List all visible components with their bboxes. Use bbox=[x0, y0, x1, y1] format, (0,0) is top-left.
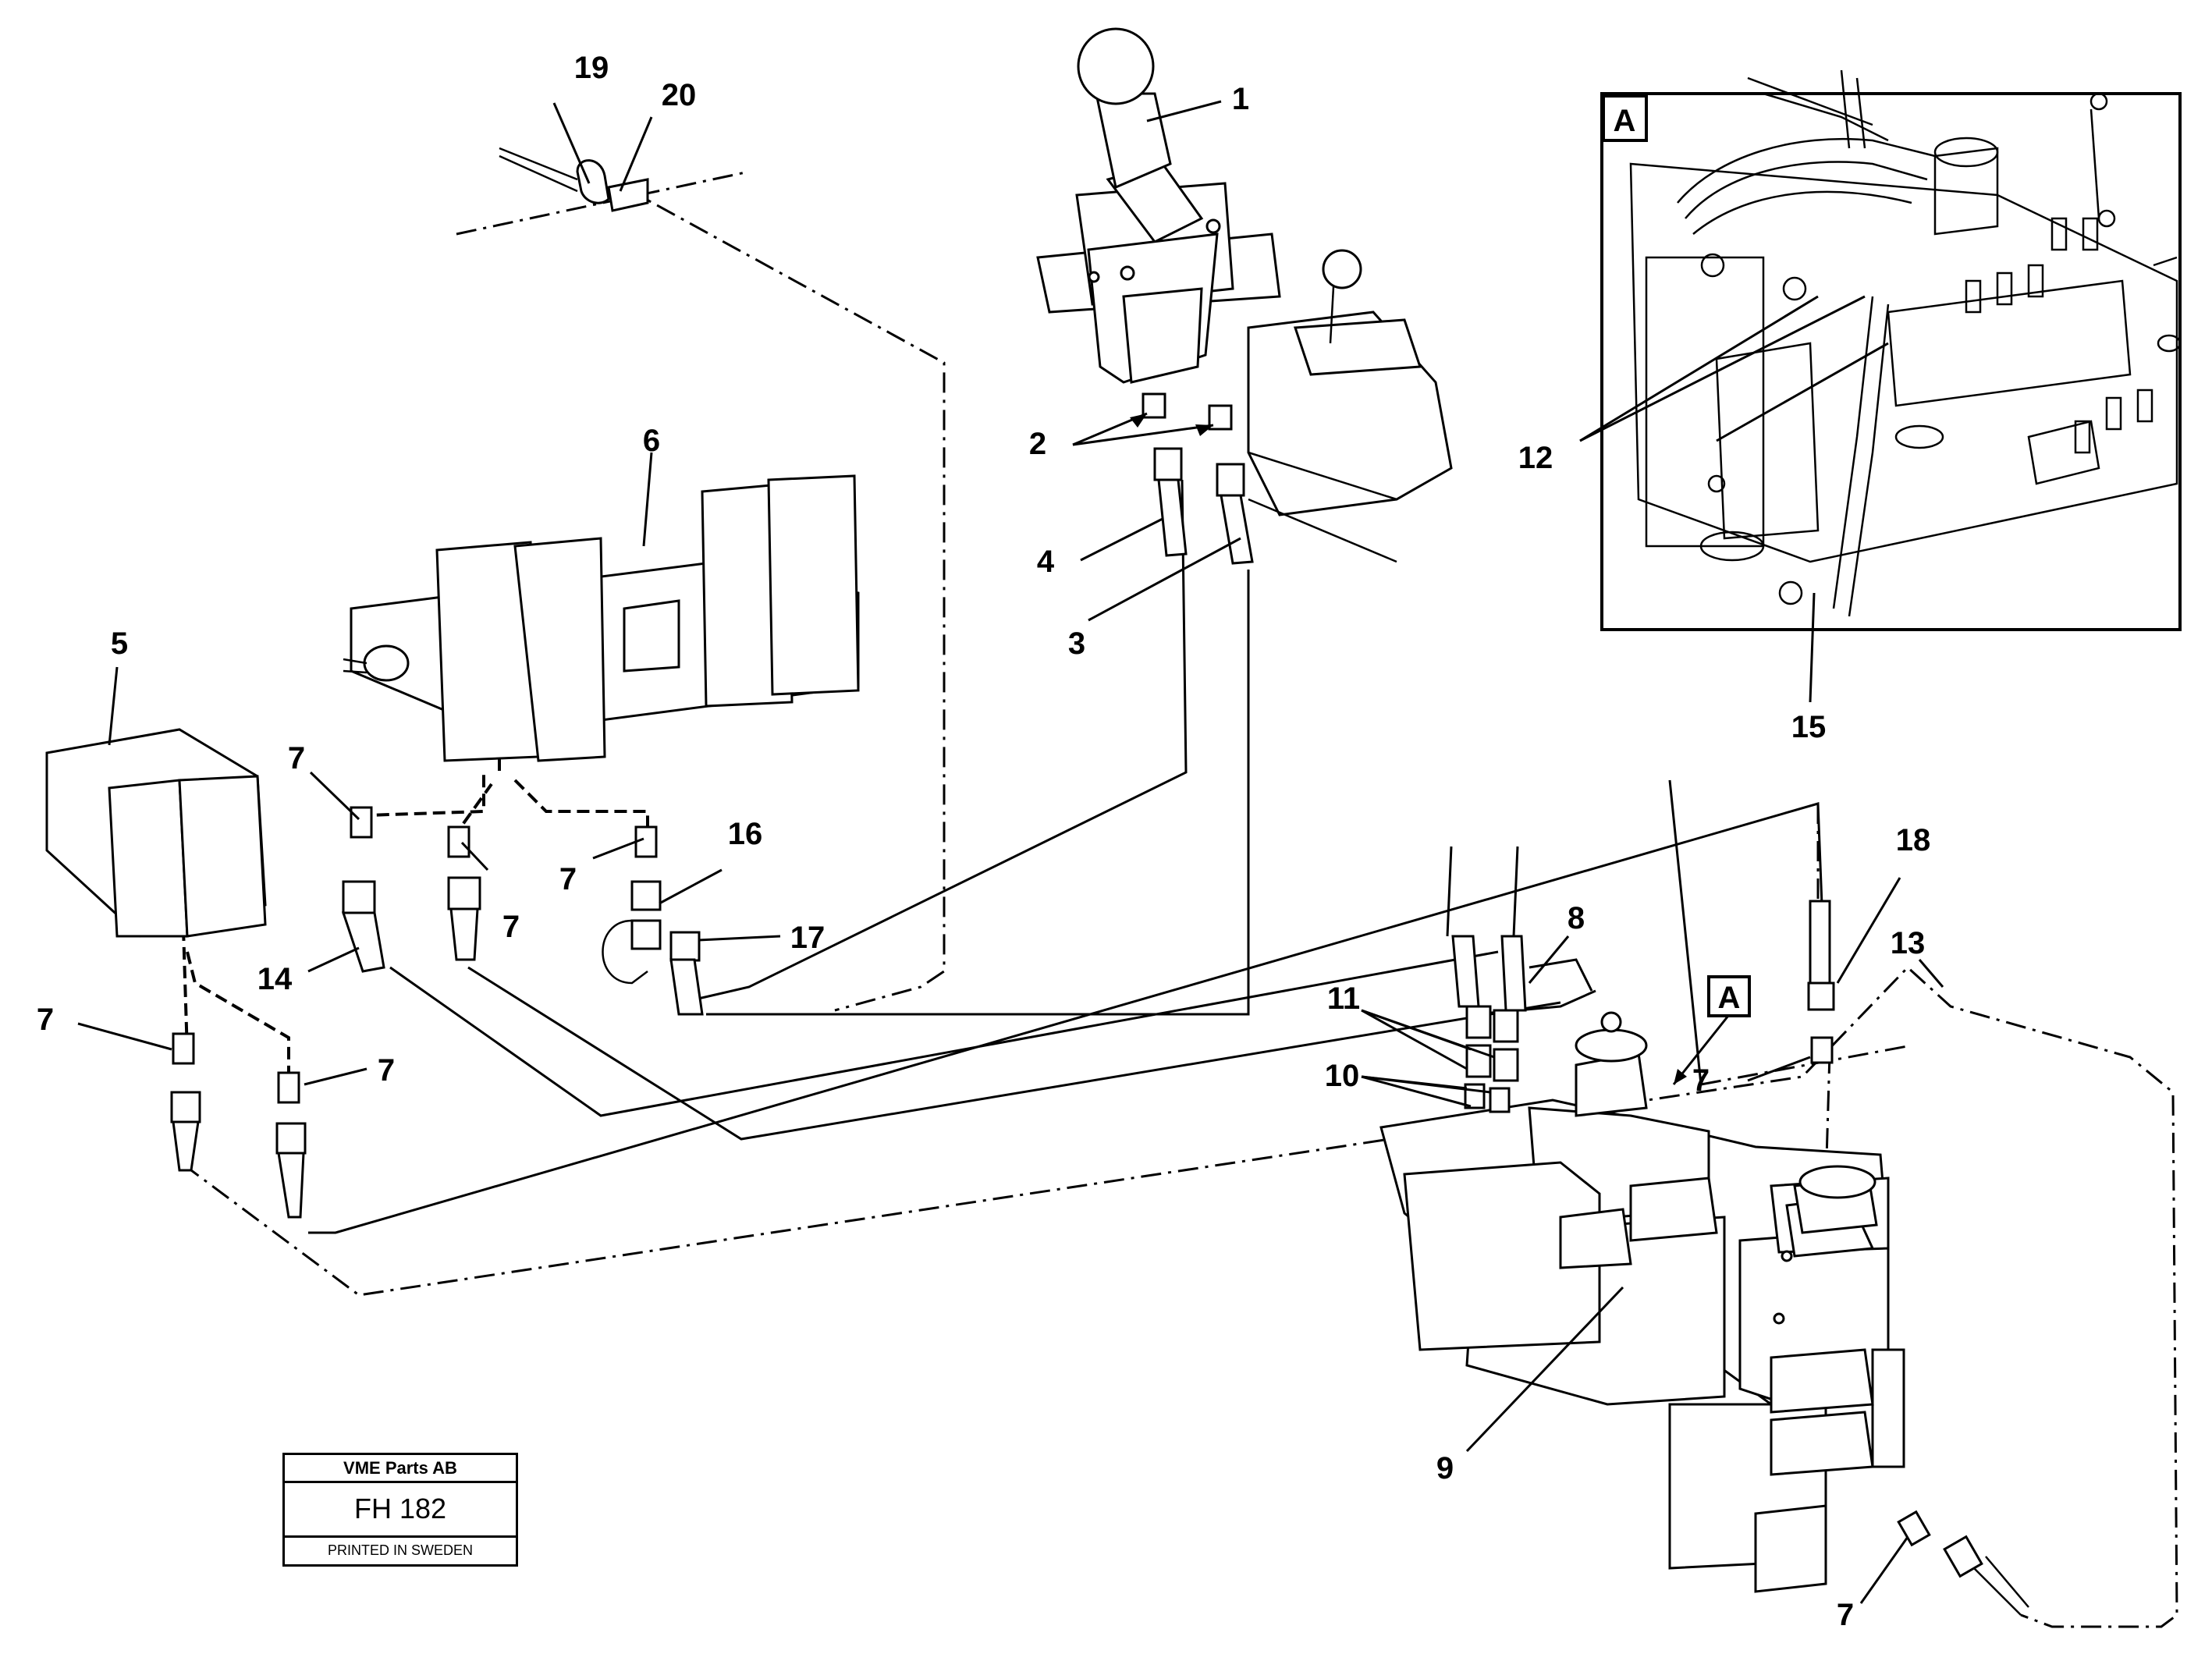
callout-15: 15 bbox=[1791, 710, 1827, 744]
lever-housing bbox=[1247, 249, 1453, 563]
pipe-clamp bbox=[499, 147, 649, 212]
leader-lines bbox=[77, 100, 1944, 1604]
callout-19: 19 bbox=[574, 51, 609, 85]
callout-7a: 7 bbox=[288, 741, 305, 776]
joystick-assembly bbox=[1036, 27, 1281, 384]
main-valve-assembly bbox=[1379, 900, 2029, 1616]
callout-8: 8 bbox=[1568, 901, 1585, 935]
left-fittings bbox=[170, 806, 704, 1219]
title-stamp: VME Parts AB FH 182 PRINTED IN SWEDEN bbox=[282, 1453, 518, 1567]
callout-18: 18 bbox=[1896, 823, 1931, 857]
detail-a-marker bbox=[1672, 975, 1751, 1085]
detail-marker-label: A bbox=[1718, 981, 1741, 1015]
callout-2: 2 bbox=[1029, 427, 1046, 461]
callout-7c: 7 bbox=[559, 862, 577, 896]
stamp-company: VME Parts AB bbox=[285, 1455, 516, 1483]
callout-14: 14 bbox=[257, 962, 293, 996]
callout-7d: 7 bbox=[37, 1003, 54, 1037]
callout-7g: 7 bbox=[1837, 1598, 1854, 1632]
callout-4: 4 bbox=[1037, 545, 1055, 579]
callout-12: 12 bbox=[1518, 441, 1553, 475]
callout-11: 11 bbox=[1327, 981, 1360, 1016]
stamp-printed: PRINTED IN SWEDEN bbox=[327, 1542, 473, 1558]
callout-7e: 7 bbox=[378, 1053, 395, 1088]
callout-7f: 7 bbox=[1692, 1063, 1710, 1098]
callout-16: 16 bbox=[728, 817, 763, 851]
callout-10: 10 bbox=[1325, 1059, 1360, 1093]
callout-3: 3 bbox=[1068, 626, 1085, 661]
detail-view-a bbox=[1600, 69, 2182, 631]
callouts: 1 2 3 4 5 6 7 7 7 7 7 7 7 7 8 9 10 11 12… bbox=[37, 51, 1930, 1632]
callout-1: 1 bbox=[1232, 82, 1249, 116]
callout-7b: 7 bbox=[502, 910, 520, 944]
callout-5: 5 bbox=[111, 626, 128, 661]
callout-20: 20 bbox=[662, 78, 697, 112]
detail-view-label: A bbox=[1614, 104, 1636, 138]
valve-block-6 bbox=[343, 474, 860, 762]
callout-17: 17 bbox=[790, 921, 826, 955]
callout-13: 13 bbox=[1891, 926, 1926, 960]
callout-6: 6 bbox=[643, 424, 660, 458]
callout-9: 9 bbox=[1436, 1451, 1454, 1485]
valve-block-5 bbox=[45, 728, 267, 938]
stamp-code: FH 182 bbox=[285, 1483, 516, 1538]
joystick-fittings bbox=[1142, 392, 1254, 565]
